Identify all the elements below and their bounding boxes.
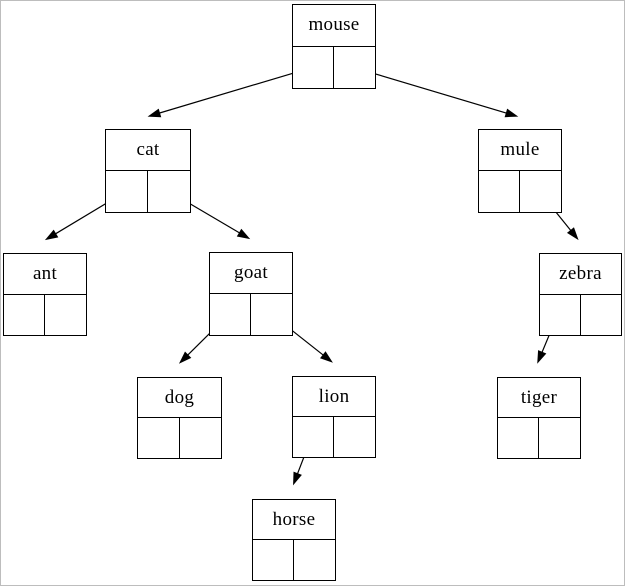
right-pointer-cell: [520, 171, 561, 212]
pointer-row: [106, 171, 190, 212]
node-label: ant: [4, 254, 86, 295]
tree-node-tiger: tiger: [497, 377, 581, 459]
arrowhead-cat-goat: [236, 228, 251, 240]
node-label: mule: [479, 130, 561, 171]
left-pointer-cell: [479, 171, 520, 212]
pointer-row: [540, 294, 622, 336]
node-label: zebra: [540, 254, 621, 295]
left-pointer-cell: [4, 294, 45, 335]
right-pointer-cell: [45, 295, 86, 336]
left-pointer-cell: [498, 418, 539, 458]
left-pointer-cell: [540, 294, 581, 335]
pointer-row: [253, 540, 335, 580]
right-pointer-cell: [334, 417, 375, 457]
arrowhead-lion-horse: [293, 471, 302, 486]
node-label: cat: [106, 130, 190, 171]
left-pointer-cell: [293, 46, 334, 88]
pointer-row: [293, 46, 375, 89]
left-pointer-cell: [106, 171, 148, 212]
arrowhead-goat-dog: [178, 351, 192, 364]
node-label: tiger: [498, 378, 580, 418]
node-label: dog: [138, 378, 221, 418]
edge-mouse-mule: [353, 66, 512, 115]
right-pointer-cell: [251, 294, 292, 335]
left-pointer-cell: [253, 540, 294, 580]
right-pointer-cell: [539, 418, 580, 458]
tree-node-dog: dog: [137, 377, 222, 459]
arrowhead-mule-zebra: [566, 227, 579, 241]
right-pointer-cell: [148, 171, 190, 212]
node-label: mouse: [293, 5, 375, 47]
pointer-row: [479, 171, 561, 212]
pointer-row: [4, 294, 86, 336]
left-pointer-cell: [210, 294, 251, 335]
left-pointer-cell: [138, 418, 180, 458]
right-pointer-cell: [334, 47, 375, 89]
node-label: horse: [253, 500, 335, 540]
tree-node-cat: cat: [105, 129, 191, 213]
tree-node-lion: lion: [292, 376, 376, 458]
pointer-row: [210, 294, 292, 335]
right-pointer-cell: [294, 540, 335, 580]
tree-node-horse: horse: [252, 499, 336, 581]
pointer-row: [498, 418, 580, 458]
edge-mouse-cat: [154, 66, 313, 115]
arrowhead-mouse-cat: [147, 108, 162, 118]
tree-node-goat: goat: [209, 252, 293, 336]
arrowhead-zebra-tiger: [537, 350, 547, 364]
tree-node-mouse: mouse: [292, 4, 376, 89]
right-pointer-cell: [581, 295, 622, 336]
left-pointer-cell: [293, 417, 334, 457]
tree-node-mule: mule: [478, 129, 562, 213]
arrowhead-cat-ant: [44, 229, 59, 241]
node-label: lion: [293, 377, 375, 417]
tree-node-zebra: zebra: [539, 253, 622, 336]
arrowhead-goat-lion: [319, 351, 333, 363]
arrowhead-mouse-mule: [504, 108, 519, 118]
pointer-row: [138, 418, 221, 458]
right-pointer-cell: [180, 418, 222, 458]
node-label: goat: [210, 253, 292, 294]
pointer-row: [293, 417, 375, 457]
tree-node-ant: ant: [3, 253, 87, 336]
